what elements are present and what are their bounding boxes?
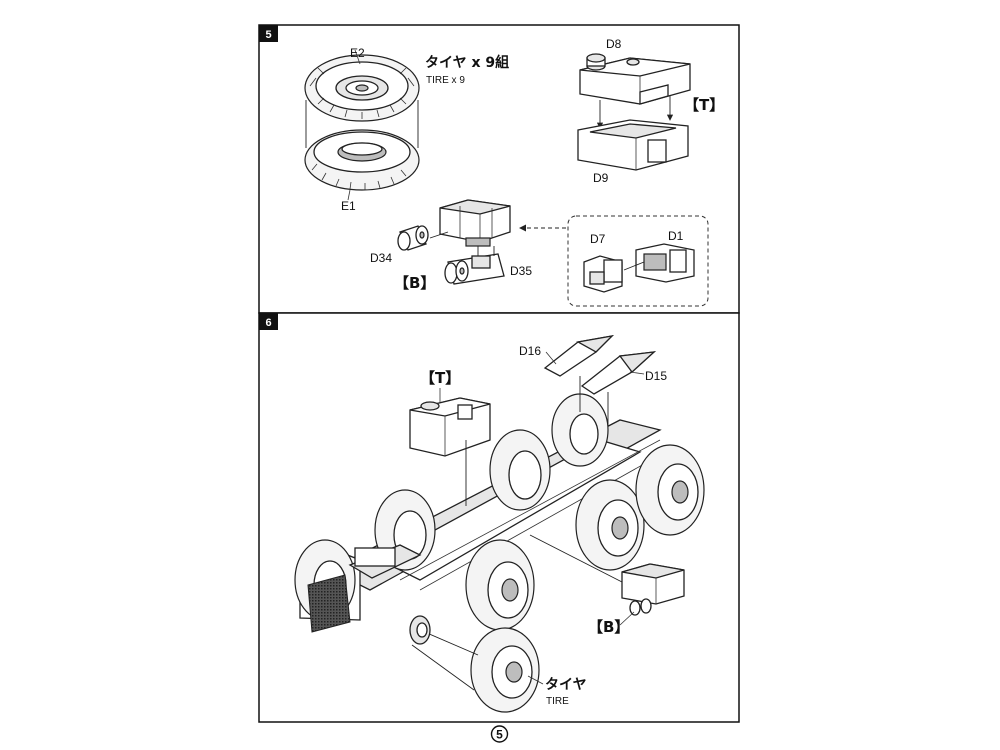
wheel-front-right — [465, 539, 535, 631]
wheel-mid-right-2 — [635, 444, 705, 536]
wheel-loose-tire — [470, 627, 540, 713]
part-label-d1: D1 — [668, 229, 684, 243]
step-6-panel: 6 — [258, 312, 740, 723]
page-number: 5 — [496, 728, 503, 742]
tank-cradle-d9-part — [577, 119, 689, 171]
front-hub — [409, 615, 431, 645]
bracket-d7-part — [583, 255, 623, 293]
tire-label-en: TIRE — [546, 696, 569, 707]
subassembly-label-t-step6: 【T】 — [420, 369, 460, 387]
frame-d1-part — [635, 243, 695, 283]
step-6-number-badge: 6 — [259, 313, 278, 330]
part-label-e2: E2 — [350, 46, 365, 60]
engine-block — [348, 544, 422, 579]
radiator-grille — [307, 574, 351, 633]
tire-e2-part — [304, 54, 420, 122]
step-5-number-badge: 5 — [259, 25, 278, 42]
tire-quantity-label-en: TIRE x 9 — [426, 75, 465, 86]
page-number-badge: 5 — [490, 725, 509, 743]
subassembly-label-b-step6: 【B】 — [588, 618, 629, 636]
subassembly-label-t: 【T】 — [684, 96, 724, 114]
sub-step-box: D7 D1 — [567, 215, 709, 307]
part-label-d7: D7 — [590, 232, 606, 246]
wheel-mid-left-2 — [489, 429, 551, 511]
part-label-d34: D34 — [370, 251, 392, 265]
tire-label-jp: タイヤ — [545, 677, 587, 693]
part-label-e1: E1 — [341, 199, 356, 213]
step-5-number: 5 — [265, 29, 271, 41]
tire-quantity-label-jp: タイヤ x 9組 — [425, 54, 509, 71]
tank-t-subassembly — [409, 397, 491, 457]
cylinder-d35-part — [444, 253, 505, 285]
battery-box-part — [439, 199, 511, 247]
wheel-rear-left — [551, 393, 609, 467]
part-label-d8: D8 — [606, 37, 622, 51]
part-label-d15: D15 — [645, 369, 667, 383]
battery-box-b-subassembly — [621, 563, 685, 616]
step-6-number: 6 — [265, 317, 271, 329]
subassembly-label-b: 【B】 — [394, 274, 435, 292]
bracket-d15-part — [580, 351, 656, 395]
part-label-d9: D9 — [593, 171, 609, 185]
part-label-d16: D16 — [519, 344, 541, 358]
tire-e1-part — [304, 129, 420, 191]
cylinder-d34-part — [397, 225, 429, 251]
tank-d8-part — [579, 53, 691, 105]
bracket-d16-part — [543, 335, 614, 377]
part-label-d35: D35 — [510, 264, 532, 278]
step-5-panel: 5 E2 E1 タイヤ x 9組 — [258, 24, 740, 314]
wheel-mid-right-1 — [575, 479, 645, 571]
